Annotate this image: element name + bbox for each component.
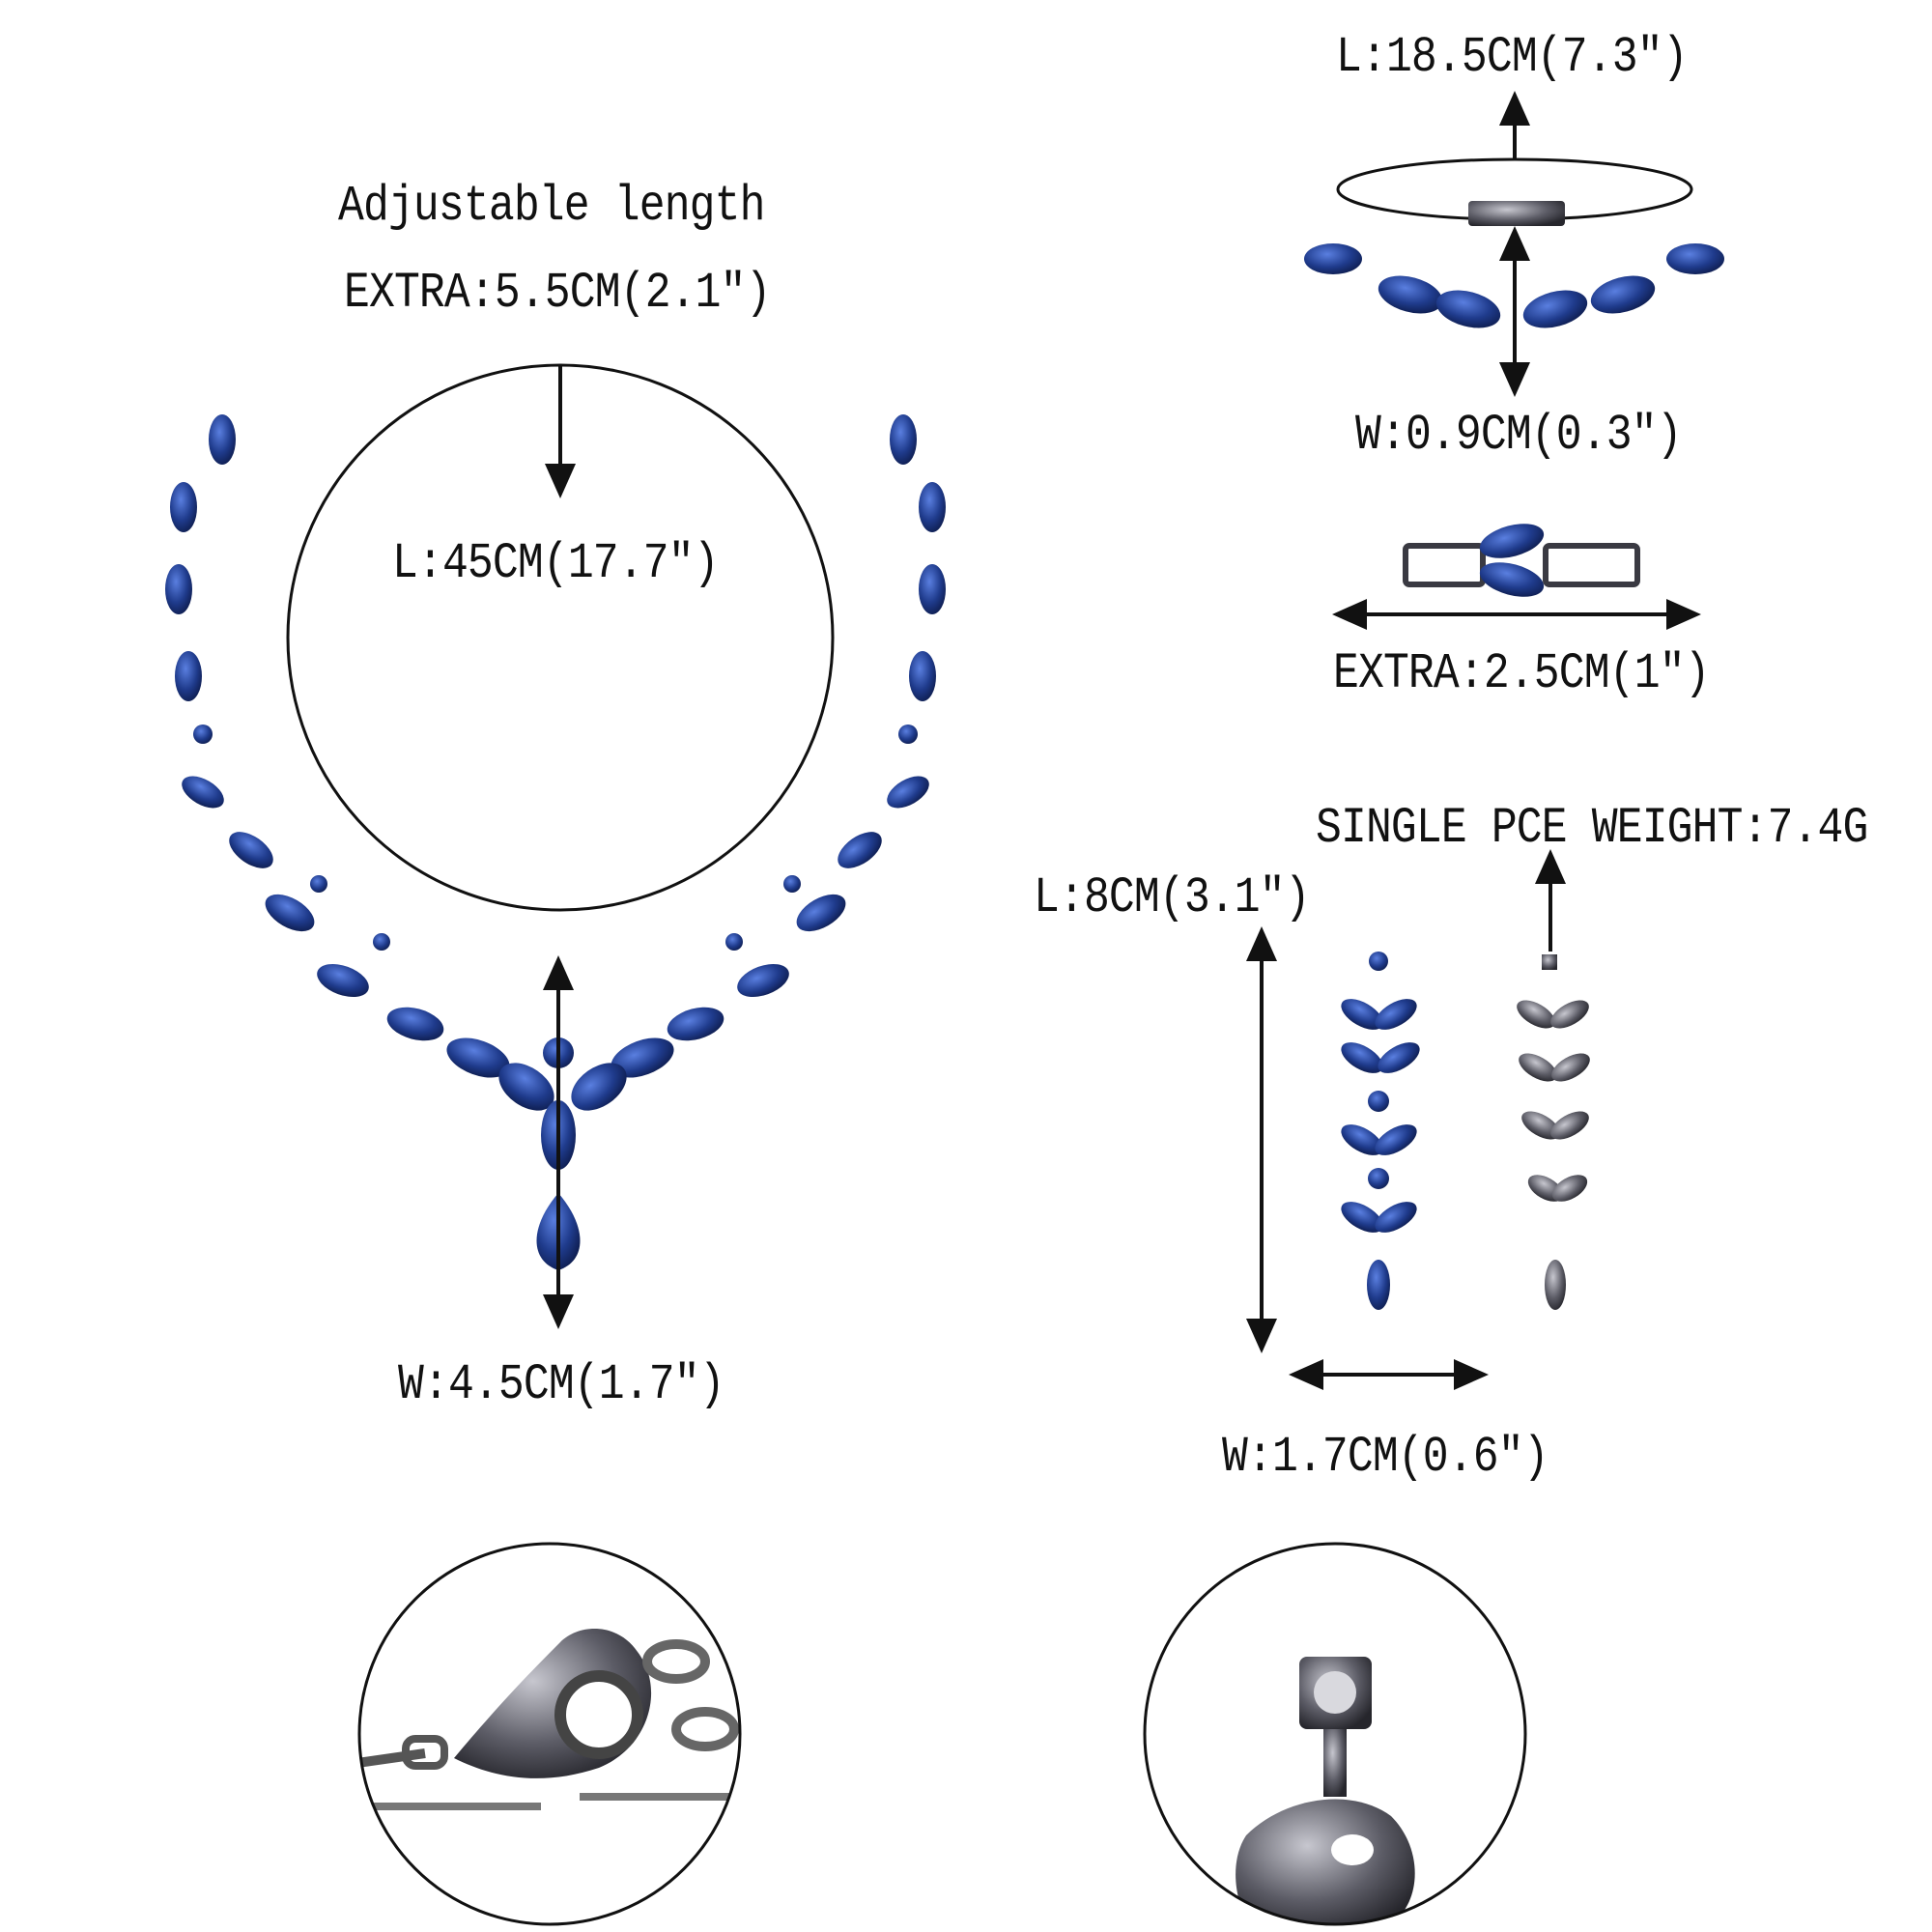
earrings-length-label: L:8CM(3.1") xyxy=(1034,869,1311,926)
bracelet-extender-icon xyxy=(1332,524,1701,630)
necklace-length-label: L:45CM(17.7") xyxy=(392,535,720,592)
lobster-clasp-closeup-icon xyxy=(357,1542,742,1926)
earring-post-closeup-icon xyxy=(1143,1542,1527,1926)
necklace-pendant xyxy=(498,1037,627,1270)
earrings-weight-label: SINGLE PCE WEIGHT:7.4G xyxy=(1316,800,1868,857)
necklace-left-strand xyxy=(165,414,510,1078)
necklace-adjustable-label: Adjustable length xyxy=(338,178,765,235)
bracelet-width-label: W:0.9CM(0.3") xyxy=(1355,407,1683,464)
necklace-extra-label: EXTRA:5.5CM(2.1") xyxy=(344,265,771,322)
necklace-icon xyxy=(165,414,946,1329)
necklace-width-label: W:4.5CM(1.7") xyxy=(398,1356,725,1413)
bracelet-icon xyxy=(1304,91,1724,397)
necklace-right-strand xyxy=(611,414,946,1078)
earrings-width-label: W:1.7CM(0.6") xyxy=(1222,1429,1549,1486)
bracelet-extra-label: EXTRA:2.5CM(1") xyxy=(1333,645,1711,702)
necklace-length-circle xyxy=(286,363,835,912)
earring-back xyxy=(1517,954,1590,1310)
bracelet-length-label: L:18.5CM(7.3") xyxy=(1336,29,1689,86)
earrings-icon xyxy=(1246,849,1590,1390)
earring-front xyxy=(1341,952,1420,1310)
